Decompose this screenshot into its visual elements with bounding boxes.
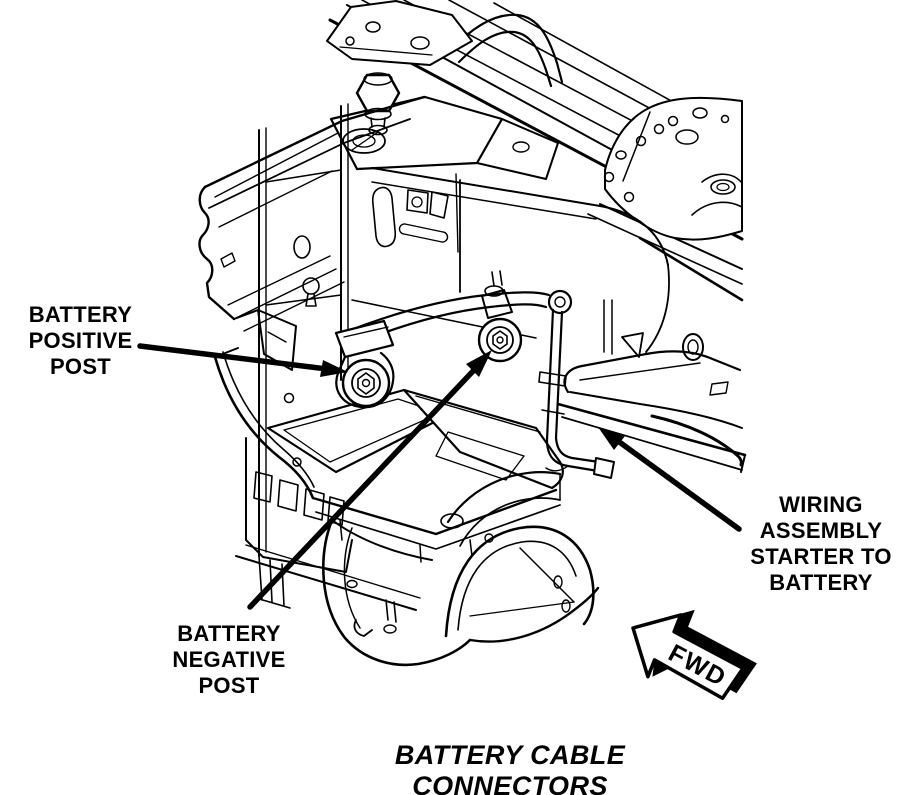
leader-arrow-negative [247, 350, 492, 610]
starter-battery-harness [538, 308, 615, 479]
rocker-sill [556, 332, 747, 473]
callout-battery-positive-post: BATTERY POSITIVE POST [8, 302, 153, 380]
bolt-bracket-tower [326, 0, 559, 180]
callout-line: BATTERY [28, 302, 133, 327]
callout-line: ASSEMBLY [759, 518, 883, 543]
fwd-arrow: FWD [631, 609, 757, 700]
floor-pan [603, 96, 743, 241]
callout-line: WIRING [779, 492, 863, 517]
leader-arrows [137, 343, 742, 610]
callout-line: BATTERY [769, 570, 873, 595]
leader-arrow-wiring [598, 427, 742, 532]
callout-line: POST [49, 354, 112, 379]
lower-bracket [245, 437, 353, 573]
callout-line: NEGATIVE [172, 647, 286, 672]
callout-line: BATTERY [177, 621, 281, 646]
callout-wiring-assembly: WIRING ASSEMBLY STARTER TO BATTERY [737, 492, 905, 596]
negative-cable-connector [477, 270, 523, 363]
bumper-beam [198, 95, 426, 371]
leader-arrow-positive [137, 343, 348, 377]
curved-bracket [450, 13, 564, 88]
positive-cable-connector [334, 289, 573, 409]
callout-line: POSITIVE [28, 328, 133, 353]
figure-caption: BATTERY CABLE CONNECTORS [394, 740, 626, 795]
callout-line: STARTER TO [750, 544, 892, 569]
callout-line: POST [198, 673, 260, 698]
battery-tray [213, 299, 564, 611]
splash-shield [322, 471, 600, 667]
callout-battery-negative-post: BATTERY NEGATIVE POST [150, 621, 308, 699]
